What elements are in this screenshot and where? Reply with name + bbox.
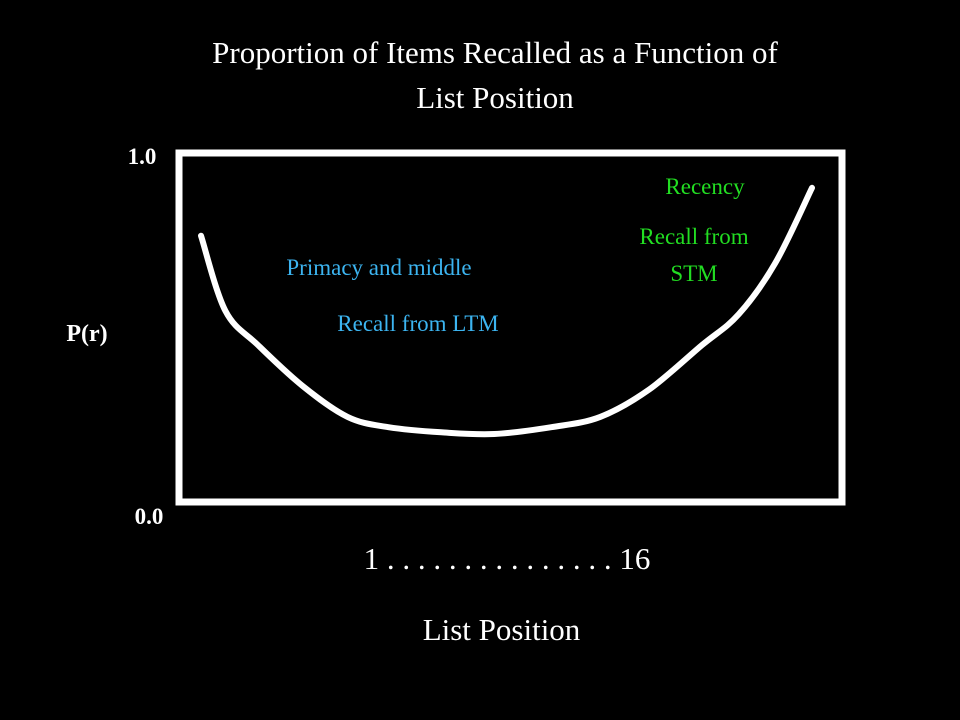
y-tick-label-top: 1.0	[128, 144, 157, 169]
series-line	[198, 184, 815, 438]
annotation-stm: STM	[670, 261, 717, 286]
x-axis-label: List Position	[422, 612, 581, 647]
annotation-recall-ltm: Recall from LTM	[337, 311, 498, 336]
chart-title-line-1: Proportion of Items Recalled as a Functi…	[212, 35, 778, 70]
point-layer	[198, 185, 815, 437]
annotation-recency: Recency	[665, 174, 745, 199]
y-tick-label-bottom: 0.0	[135, 504, 164, 529]
annotation-primacy: Primacy and middle	[286, 255, 471, 280]
y-axis-label: P(r)	[66, 321, 107, 347]
plot-frame	[175, 149, 846, 506]
chart-title-line-2: List Position	[416, 80, 574, 115]
annotation-recall-from: Recall from	[639, 224, 748, 249]
x-axis-ticks: 1 . . . . . . . . . . . . . . . 16	[364, 541, 651, 576]
